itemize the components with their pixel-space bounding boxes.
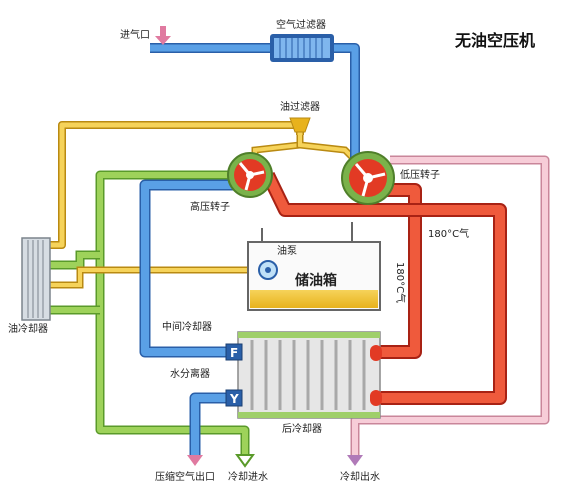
oil-cooler-label: 油冷却器 <box>8 322 48 335</box>
cooling-water-in-pipes <box>50 170 250 455</box>
air-filter <box>270 34 334 62</box>
low-pressure-rotor-label: 低压转子 <box>400 168 440 181</box>
temp-180-label: 180°C气 <box>428 227 469 240</box>
cooling-water-out-label: 冷却出水 <box>340 470 380 483</box>
svg-text:F: F <box>230 346 238 360</box>
cooling-water-out-arrow-icon <box>347 455 363 466</box>
aftercooler-label: 后冷却器 <box>282 422 322 435</box>
cooling-water-in-arrow-icon <box>235 454 255 468</box>
cooling-water-in-label: 冷却进水 <box>228 470 268 483</box>
aftercooler-outlet-y: Y <box>225 389 243 407</box>
water-separator-label: 水分离器 <box>170 367 210 380</box>
diagram-title: 无油空压机 <box>454 31 535 50</box>
compressed-air-outlet-label: 压缩空气出口 <box>155 470 215 483</box>
oil-tank-label: 储油箱 <box>294 272 337 289</box>
intercooler-outlet-f: F <box>225 343 243 361</box>
air-inlet-arrow-icon <box>155 26 171 45</box>
hot-air-pipes <box>261 171 507 405</box>
intercooler-aftercooler <box>237 331 382 419</box>
intercooler-label: 中间冷却器 <box>162 320 212 333</box>
oil-filter-label: 油过滤器 <box>280 100 320 113</box>
cool-air-pipes <box>139 43 360 455</box>
low-pressure-rotor <box>341 151 395 205</box>
svg-text:Y: Y <box>229 392 239 406</box>
high-pressure-rotor <box>227 152 273 198</box>
temp-180-vertical-label: 180°C气 <box>394 262 407 303</box>
high-pressure-rotor-label: 高压转子 <box>190 200 230 213</box>
oil-cooler <box>21 237 51 321</box>
oil-filter <box>289 117 311 133</box>
oil-pump-label: 油泵 <box>277 244 297 257</box>
oil-pump-icon <box>258 260 278 280</box>
compressed-air-outlet-arrow-icon <box>187 455 203 466</box>
air-inlet-label: 进气口 <box>120 28 150 41</box>
air-filter-label: 空气过滤器 <box>276 18 326 31</box>
